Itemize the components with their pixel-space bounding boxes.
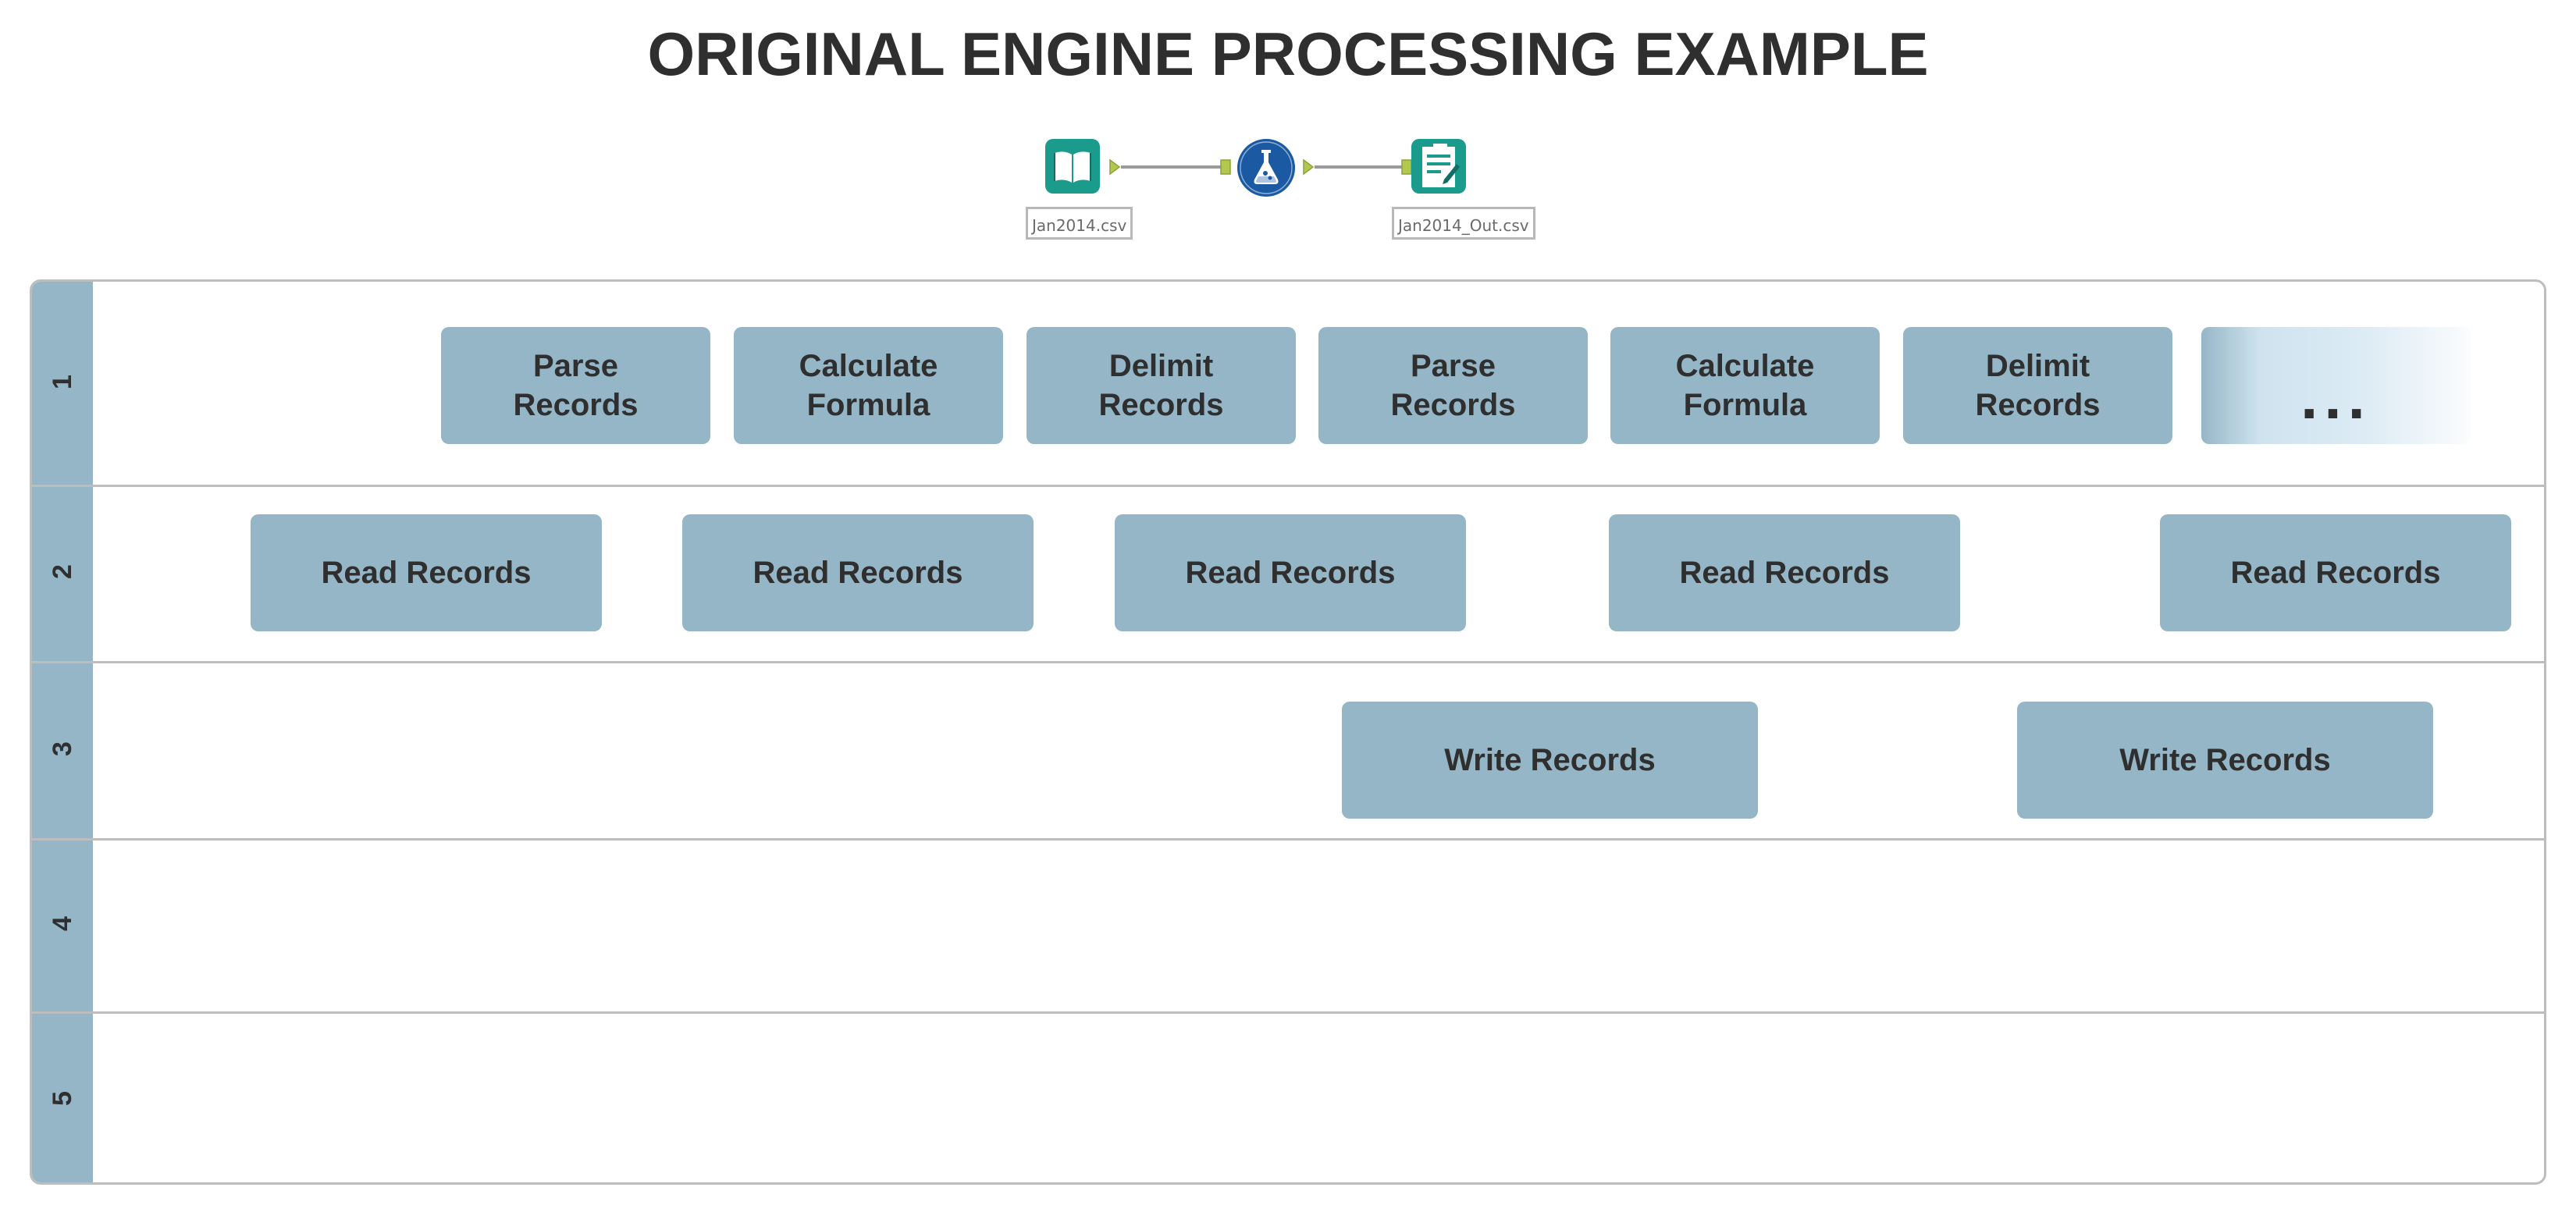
page-title: ORIGINAL ENGINE PROCESSING EXAMPLE (647, 20, 1929, 88)
process-box-parse-records: Parse Records (441, 327, 710, 444)
process-box-calculate-formula: Calculate Formula (734, 327, 1003, 444)
input-anchor-icon[interactable] (1219, 158, 1232, 176)
process-box-ellipsis: ... (2201, 327, 2471, 444)
lane-number-1: 1 (47, 374, 77, 389)
process-box-write-records: Write Records (1342, 702, 1758, 819)
process-box-read-records: Read Records (1115, 514, 1466, 631)
document-edit-icon[interactable] (1410, 137, 1468, 195)
process-box-read-records: Read Records (251, 514, 602, 631)
flask-icon[interactable] (1236, 137, 1297, 198)
process-box-calculate-formula: Calculate Formula (1610, 327, 1880, 444)
lane-divider (32, 485, 2544, 487)
output-tool-caption: Jan2014_Out.csv (1392, 207, 1535, 240)
connector-line (1121, 165, 1221, 169)
lane-sidebar (32, 282, 93, 1182)
lane-divider (32, 838, 2544, 841)
connector-line (1315, 165, 1402, 169)
lane-number-4: 4 (47, 915, 77, 931)
lane-number-3: 3 (47, 741, 77, 756)
process-box-delimit-records: Delimit Records (1026, 327, 1296, 444)
process-box-read-records: Read Records (682, 514, 1034, 631)
process-box-write-records: Write Records (2017, 702, 2433, 819)
process-box-read-records: Read Records (2160, 514, 2511, 631)
lane-divider (32, 661, 2544, 663)
process-box-parse-records: Parse Records (1318, 327, 1588, 444)
input-tool-caption: Jan2014.csv (1026, 207, 1133, 240)
output-anchor-icon[interactable] (1108, 158, 1121, 176)
process-box-read-records: Read Records (1609, 514, 1960, 631)
lane-divider (32, 1011, 2544, 1014)
process-box-delimit-records: Delimit Records (1903, 327, 2172, 444)
workflow-canvas: Jan2014.csv Jan2014_Out.csv (0, 0, 2576, 258)
book-open-icon[interactable] (1044, 137, 1101, 195)
lane-number-2: 2 (47, 563, 77, 579)
thread-lanes: 1 2 3 4 5 Parse Records Calculate Formul… (30, 279, 2546, 1185)
output-anchor-icon[interactable] (1302, 158, 1315, 176)
lane-number-5: 5 (47, 1090, 77, 1106)
